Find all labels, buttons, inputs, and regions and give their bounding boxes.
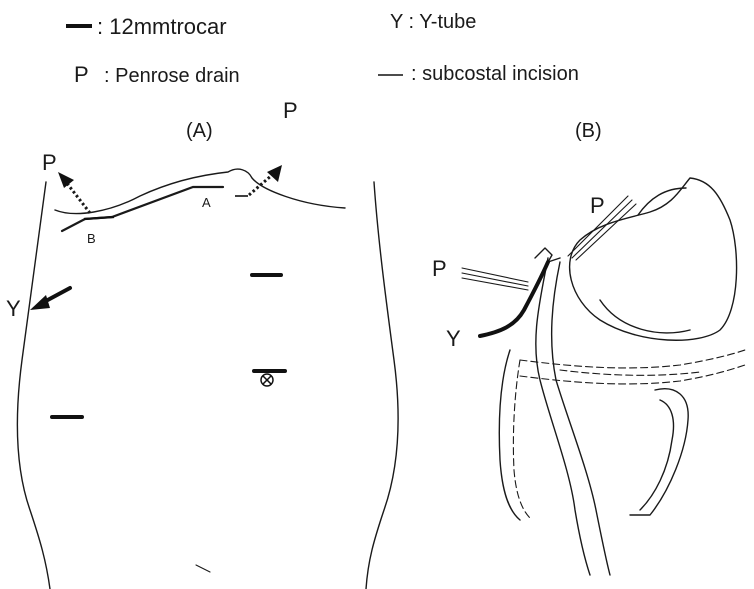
intestine-loop-inner: [640, 400, 674, 510]
label-p-upper: P: [590, 193, 605, 218]
legend-trocar-text: : 12mmtrocar: [97, 14, 227, 39]
legend-penrose-symbol: P: [74, 62, 89, 87]
y-tube-arrow: [30, 288, 70, 310]
common-bile-duct-inner: [552, 262, 610, 575]
label-a: A: [202, 195, 211, 210]
pancreas-mid: [560, 370, 700, 375]
costal-margin: [55, 169, 345, 213]
duodenum-outline: [499, 350, 520, 520]
label-b: B: [87, 231, 96, 246]
incision-mark-b: [84, 217, 114, 219]
intestine-loop: [630, 389, 688, 515]
legend-ytube-text: Y : Y-tube: [390, 11, 476, 33]
panel-b-title: (B): [575, 120, 602, 142]
y-tube: [480, 262, 548, 336]
torso-left-side: [17, 182, 50, 589]
legend-penrose-text: : Penrose drain: [104, 65, 240, 87]
torso-right-side: [366, 182, 398, 589]
common-bile-duct: [536, 258, 590, 575]
label-p-right: P: [283, 98, 298, 123]
label-p-left: P: [42, 150, 57, 175]
panel-b: (B) Y P: [432, 120, 745, 575]
panel-a: (A) A B P P: [6, 98, 398, 589]
label-y: Y: [6, 296, 21, 321]
legend: : 12mmtrocar Y : Y-tube P : Penrose drai…: [66, 11, 579, 87]
legend-incision-text: : subcostal incision: [411, 63, 579, 85]
duodenum-inner: [513, 360, 530, 518]
label-y-b: Y: [446, 326, 461, 351]
penrose-drain-left-b: [462, 268, 528, 290]
pubic-line: [196, 565, 210, 572]
penrose-drain-left: [58, 172, 90, 213]
umbilicus-icon: [261, 374, 273, 386]
label-p-left-b: P: [432, 256, 447, 281]
panel-a-title: (A): [186, 120, 213, 142]
